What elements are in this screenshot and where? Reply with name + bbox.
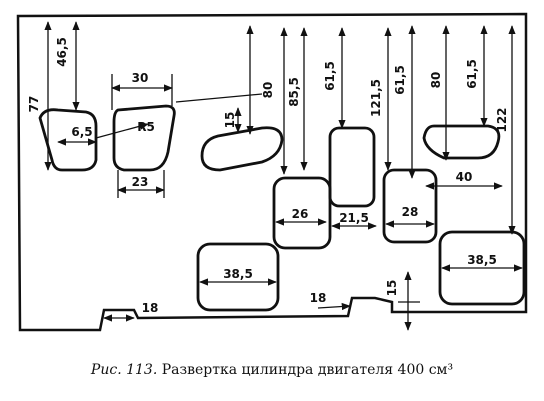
dim-77: 77 xyxy=(27,96,41,113)
dim-40: 40 xyxy=(456,170,473,184)
dim-61-5-right: 61,5 xyxy=(393,65,407,95)
port-oval-left xyxy=(200,126,284,172)
dim-23: 23 xyxy=(132,175,149,189)
dim-18-right: 18 xyxy=(310,291,327,305)
dim-80-right: 80 xyxy=(429,72,443,89)
dim-26: 26 xyxy=(292,207,309,221)
figure-caption: Рис. 113. Развертка цилиндра двигателя 4… xyxy=(0,362,544,378)
port-bottom-right xyxy=(438,230,526,306)
dim-15-top: 15 xyxy=(223,112,237,129)
dim-80-left: 80 xyxy=(261,82,275,99)
dim-61-5-far: 61,5 xyxy=(465,59,479,89)
ports xyxy=(38,104,526,312)
dim-15-bottom: 15 xyxy=(385,280,399,297)
port-left-2 xyxy=(112,104,176,172)
caption-prefix: Рис. 113. xyxy=(90,362,158,378)
port-center-tall xyxy=(328,126,376,208)
dim-r5: R5 xyxy=(137,120,155,134)
dim-6-5: 6,5 xyxy=(71,125,92,139)
dim-18-left: 18 xyxy=(142,301,159,315)
port-bottom-left xyxy=(196,242,280,312)
dim-38-5-right: 38,5 xyxy=(467,253,497,267)
dim-85-5: 85,5 xyxy=(287,77,301,107)
dim-46-5: 46,5 xyxy=(55,37,69,67)
caption-text: Развертка цилиндра двигателя 400 см³ xyxy=(161,362,454,378)
dim-121-5: 121,5 xyxy=(369,79,383,117)
port-mid-small xyxy=(272,176,332,250)
port-left-1 xyxy=(38,108,98,172)
dim-38-5-left: 38,5 xyxy=(223,267,253,281)
dim-61-5-center: 61,5 xyxy=(323,61,337,91)
dim-122: 122 xyxy=(495,107,509,132)
port-oval-right xyxy=(422,124,501,160)
dimension-lines xyxy=(44,21,523,331)
dim-21-5: 21,5 xyxy=(339,211,369,225)
dim-30: 30 xyxy=(132,71,149,85)
dim-28: 28 xyxy=(402,205,419,219)
